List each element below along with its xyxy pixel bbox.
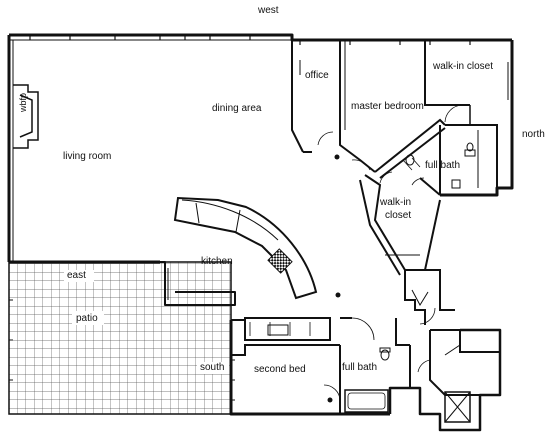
hall-walls [404, 269, 500, 423]
room-closet-label: closet [385, 210, 412, 221]
kitchen-counter [173, 196, 318, 300]
compass-north-label: north [522, 129, 545, 140]
room-full-bath-bottom-label: full bath [342, 362, 378, 373]
walk-in-closet-walls [359, 174, 441, 276]
compass-south-label: south [200, 362, 225, 373]
column-markers [334, 154, 341, 298]
room-patio-label: patio [76, 313, 98, 324]
room-living-room-label: living room [63, 151, 112, 162]
compass-east-label: east [67, 270, 86, 281]
master-bedroom-walls [339, 40, 498, 188]
room-kitchen-label: kitchen [201, 256, 233, 267]
room-walk-in-label: walk-in [380, 197, 412, 208]
room-office-label: office [305, 70, 329, 81]
office-walls [291, 40, 341, 153]
patio-area [8, 261, 232, 415]
second-bedroom-walls [231, 317, 411, 414]
south-wall-windows [9, 299, 235, 401]
room-full-bath-top-label: full bath [425, 160, 461, 171]
room-dining-area-label: dining area [212, 103, 262, 114]
compass-west-label: west [258, 5, 279, 16]
fireplace [13, 84, 39, 149]
kitchen-walls [164, 262, 169, 300]
room-master-bedroom-label: master bedroom [351, 101, 424, 112]
full-bath-top-walls [374, 118, 479, 196]
room-walk-in-closet-top-label: walk-in closet [433, 61, 494, 72]
room-wbfp-label: wbfp [18, 92, 28, 112]
room-second-bed-label: second bed [254, 364, 306, 375]
